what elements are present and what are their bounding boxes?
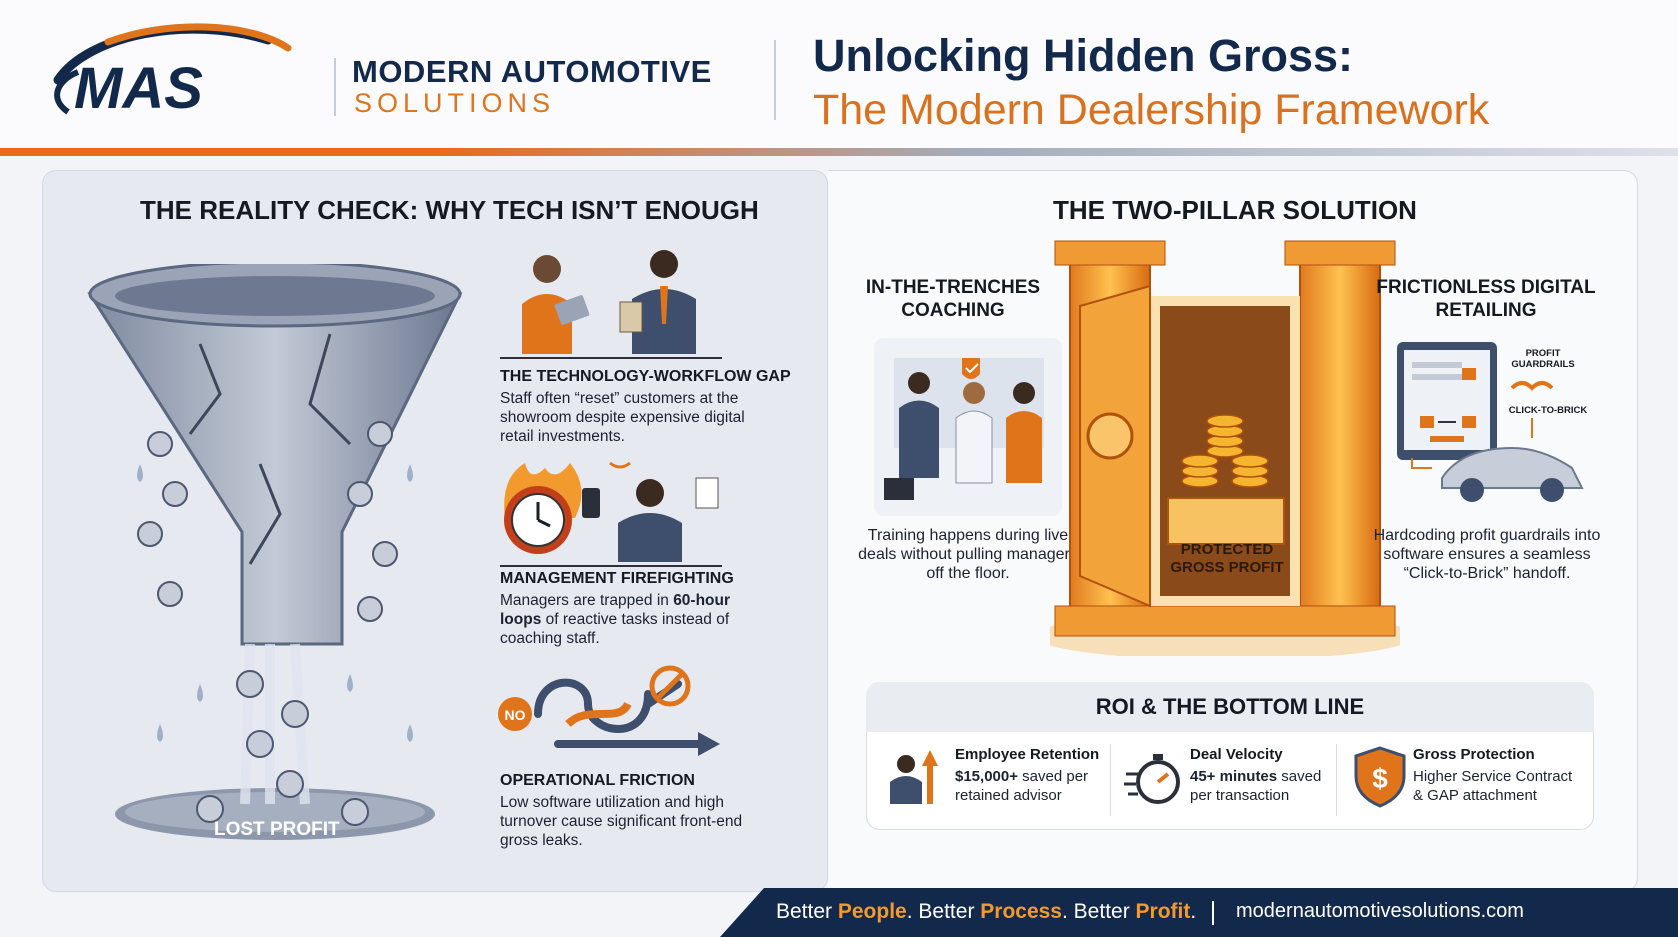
staff-with-clipboard-icon <box>522 250 696 354</box>
dollar-shield-icon: $ <box>1354 746 1406 808</box>
issue-body-firefighting: Managers are trapped in 60-hour loops of… <box>500 592 731 647</box>
footer-tagline: Better People. Better Process. Better Pr… <box>776 900 1197 923</box>
footer-bar <box>720 888 1678 937</box>
brand-line-2: SOLUTIONS <box>354 88 556 118</box>
coaching-pillar-title: IN-THE-TRENCHES COACHING <box>865 277 1041 321</box>
roi-velocity-title: Deal Velocity <box>1190 746 1283 763</box>
vault-label: PROTECTED GROSS PROFIT <box>1170 541 1284 576</box>
click-to-brick-label: CLICK-TO-BRICK <box>1508 405 1588 416</box>
page-subtitle: The Modern Dealership Framework <box>813 86 1490 134</box>
lost-profit-label: LOST PROFIT <box>214 819 340 840</box>
issue-title-firefighting: MANAGEMENT FIREFIGHTING <box>500 570 734 587</box>
clock-on-fire-icon <box>504 461 719 562</box>
header-accent-rule <box>0 148 1678 156</box>
leaking-funnel-icon <box>87 264 463 840</box>
roi-retention-title: Employee Retention <box>955 746 1100 763</box>
employee-growth-icon <box>890 750 938 804</box>
roi-protection-title: Gross Protection <box>1413 746 1535 763</box>
reality-check-heading: THE REALITY CHECK: WHY TECH ISN’T ENOUGH <box>140 195 759 225</box>
no-badge: NO <box>505 707 526 723</box>
roi-title: ROI & THE BOTTOM LINE <box>1095 694 1365 719</box>
issue-divider <box>500 357 722 359</box>
issue-body-friction: Low software utilization and high turnov… <box>500 794 743 849</box>
issue-body-workflow-gap: Staff often “reset” customers at the sho… <box>500 390 745 445</box>
digital-pillar-body: Hardcoding profit guardrails into softwa… <box>1373 527 1601 582</box>
roi-divider <box>1110 744 1111 816</box>
issue-divider <box>500 565 722 567</box>
issue-title-friction: OPERATIONAL FRICTION <box>500 772 695 789</box>
logo-divider <box>334 58 336 116</box>
issue-title-workflow-gap: THE TECHNOLOGY-WORKFLOW GAP <box>500 368 791 385</box>
page-title: Unlocking Hidden Gross: <box>813 30 1354 81</box>
svg-text:$: $ <box>1372 763 1388 794</box>
website-link[interactable]: modernautomotivesolutions.com <box>1236 900 1524 922</box>
digital-pillar-title: FRICTIONLESS DIGITAL RETAILING <box>1376 277 1596 321</box>
mas-logo-icon: MAS <box>53 23 292 121</box>
brand-line-1: MODERN AUTOMOTIVE <box>352 54 712 89</box>
logo-text: MAS <box>74 56 203 121</box>
roi-card-header <box>866 682 1594 732</box>
header: MAS MODERN AUTOMOTIVE SOLUTIONS Unlockin… <box>0 0 1678 148</box>
roi-protection-body: Higher Service Contract& GAP attachment <box>1413 768 1573 804</box>
header-divider <box>774 40 776 120</box>
coaching-pillar-body: Training happens during live deals witho… <box>858 527 1078 582</box>
tangled-process-arrows-icon: NO <box>498 665 720 756</box>
coaching-team-icon <box>874 338 1062 516</box>
roi-divider <box>1336 744 1337 816</box>
solution-heading: THE TWO-PILLAR SOLUTION <box>1053 195 1417 225</box>
profit-guardrails-label: PROFIT GUARDRAILS <box>1511 348 1575 370</box>
stopwatch-icon <box>1124 754 1180 804</box>
vault-pillars-icon <box>1050 240 1400 656</box>
footer-divider <box>1212 901 1214 925</box>
digital-retail-icon <box>1392 338 1592 516</box>
